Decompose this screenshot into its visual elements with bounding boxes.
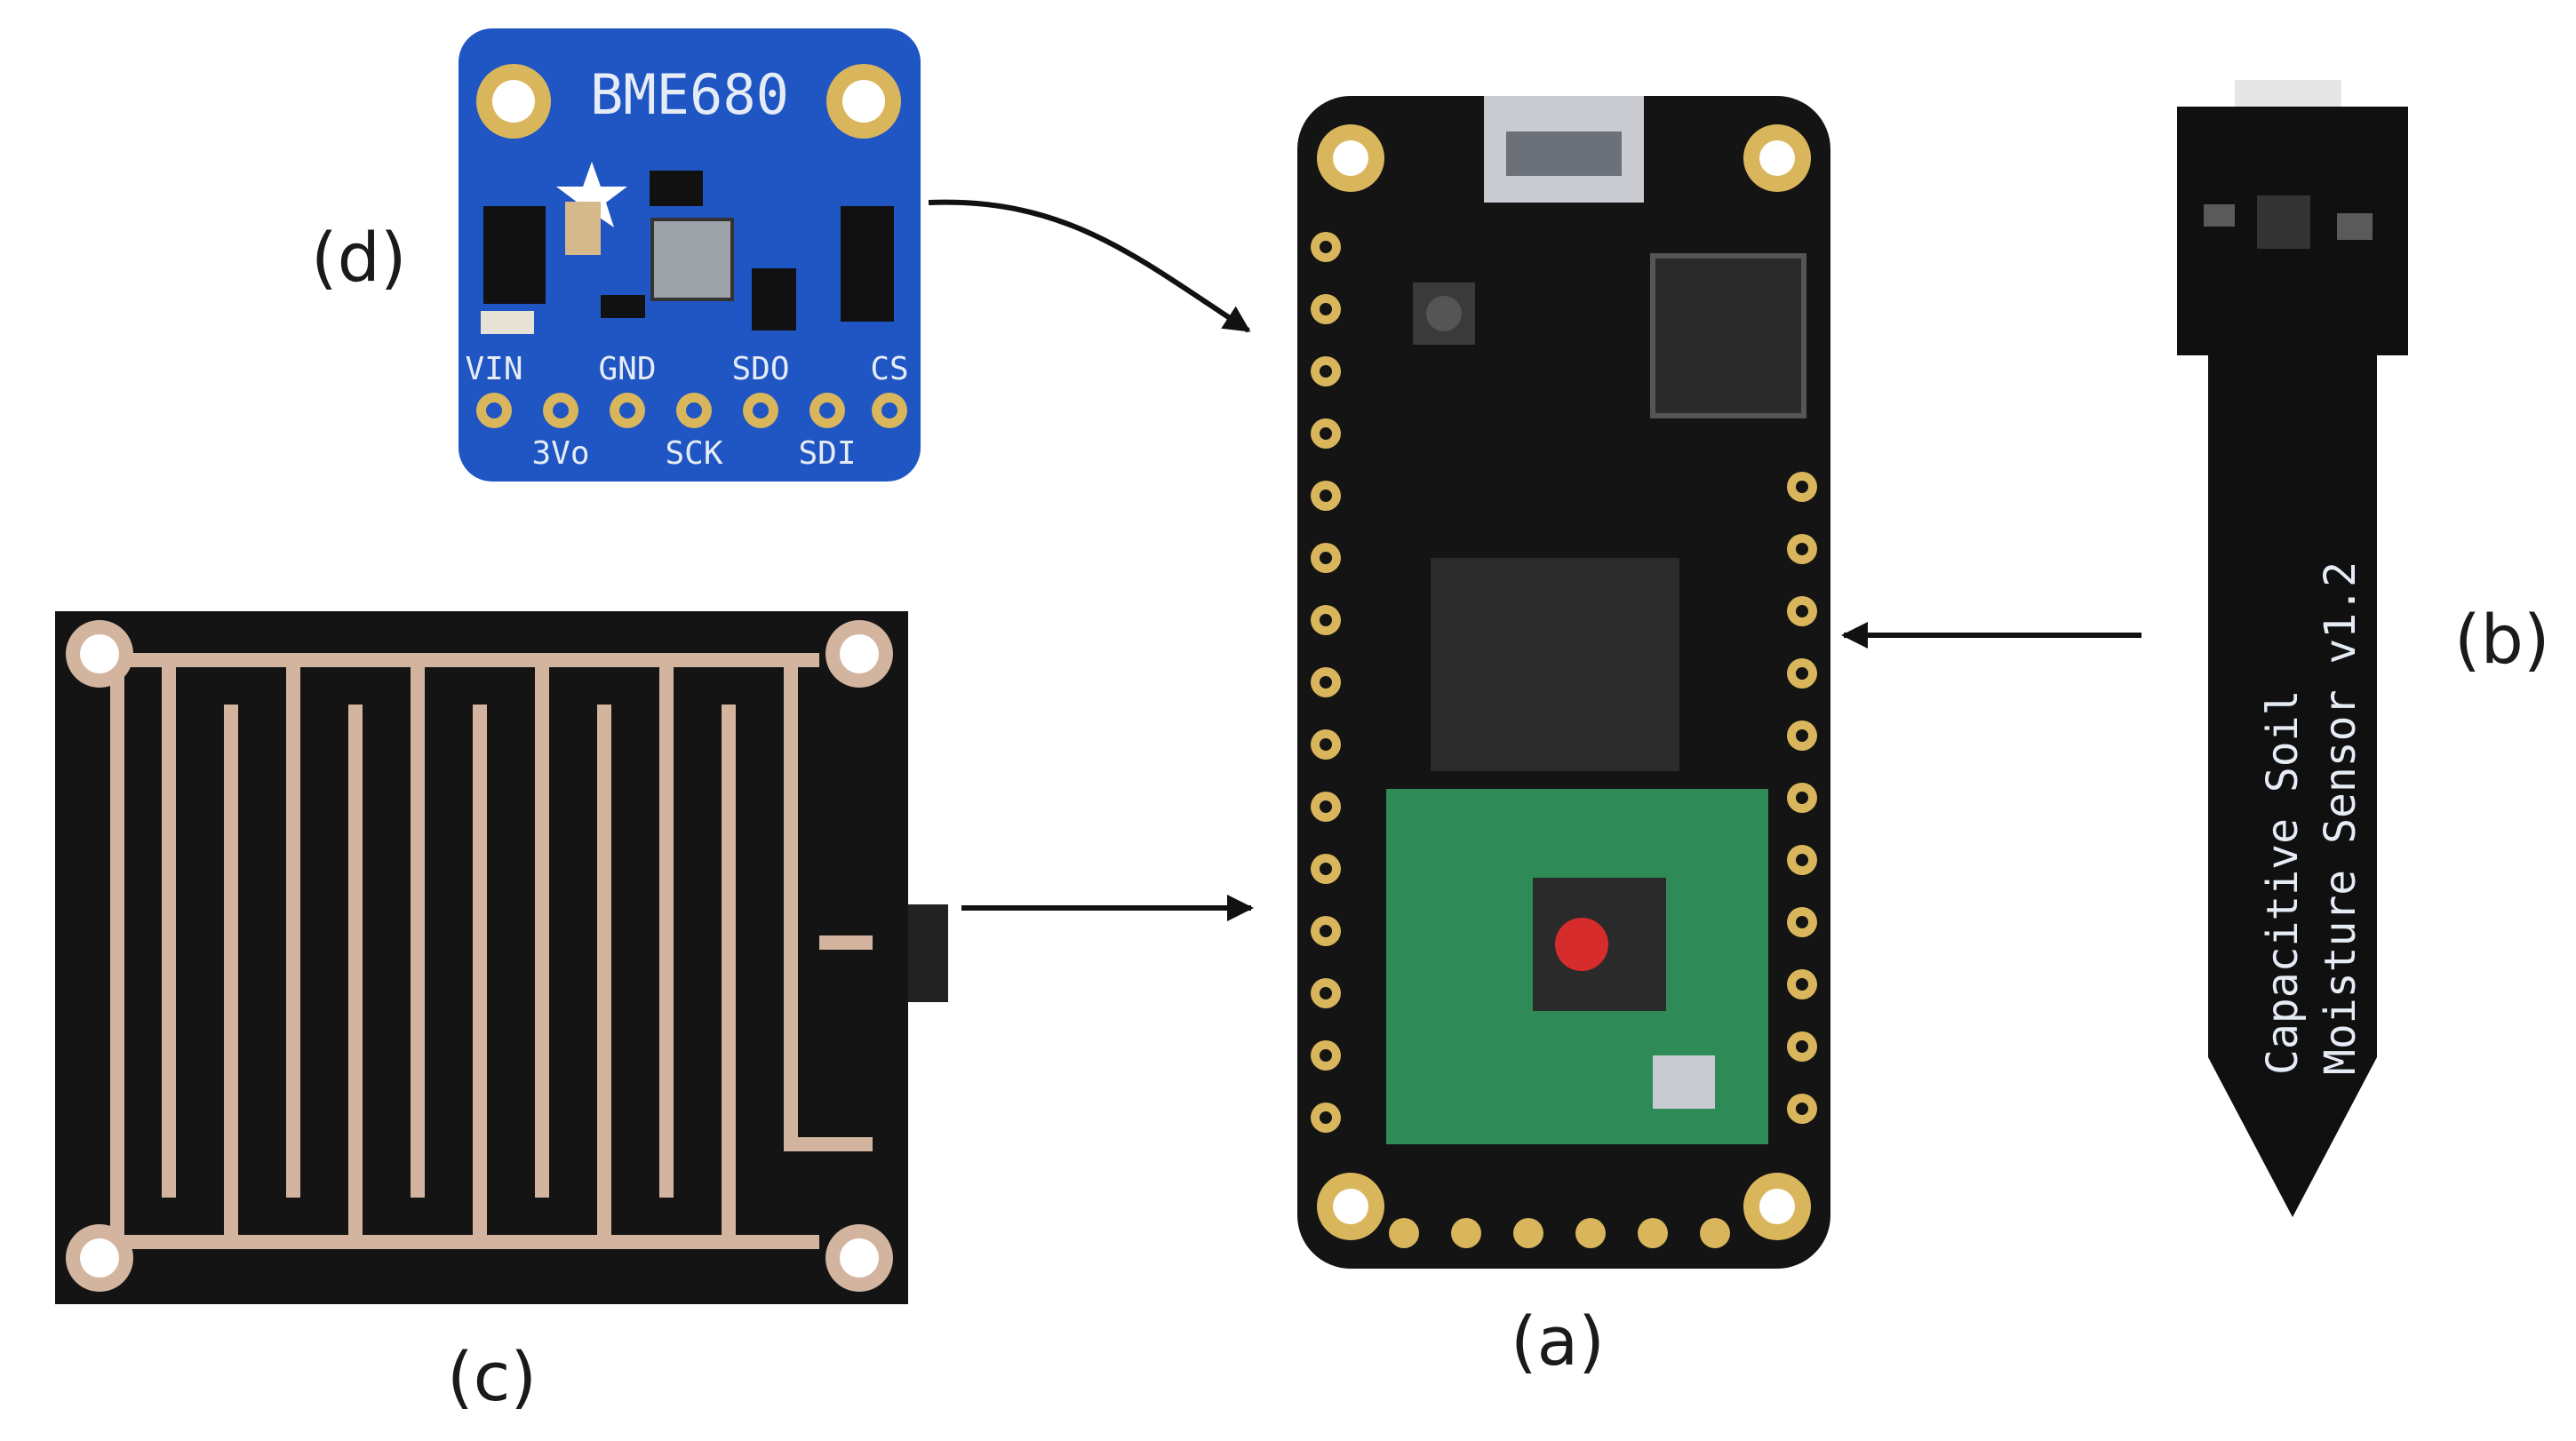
arrow-d-to-a [928,199,1251,333]
rain-sensor-board [55,611,948,1304]
label-a: (a) [1511,1302,1605,1381]
bme680-pin-vin: VIN [465,351,522,387]
bme680-pin-3vo: 3Vo [531,435,589,472]
bme680-pin-gnd: GND [598,351,656,387]
bme680-pin-sdi: SDI [798,435,856,472]
soil-sensor-text-line1: Capacitive Soil [2258,690,2308,1075]
feather-lora-board [1297,96,1830,1269]
bme680-title: BME680 [590,62,789,127]
label-c: (c) [447,1337,538,1416]
soil-sensor-text-line2: Moisture Sensor v1.2 [2316,561,2365,1075]
soil-moisture-sensor-board: Capacitive Soil Moisture Sensor v1.2 [2177,80,2408,1217]
label-d: (d) [311,218,407,297]
bme680-pin-sck: SCK [665,435,722,472]
bme680-pin-cs: CS [870,351,908,387]
bme680-pin-sdo: SDO [731,351,789,387]
bme680-sensor-board: BME680 VIN GND SDO CS 3Vo SCK SDI [459,28,921,482]
label-b: (b) [2454,600,2550,679]
